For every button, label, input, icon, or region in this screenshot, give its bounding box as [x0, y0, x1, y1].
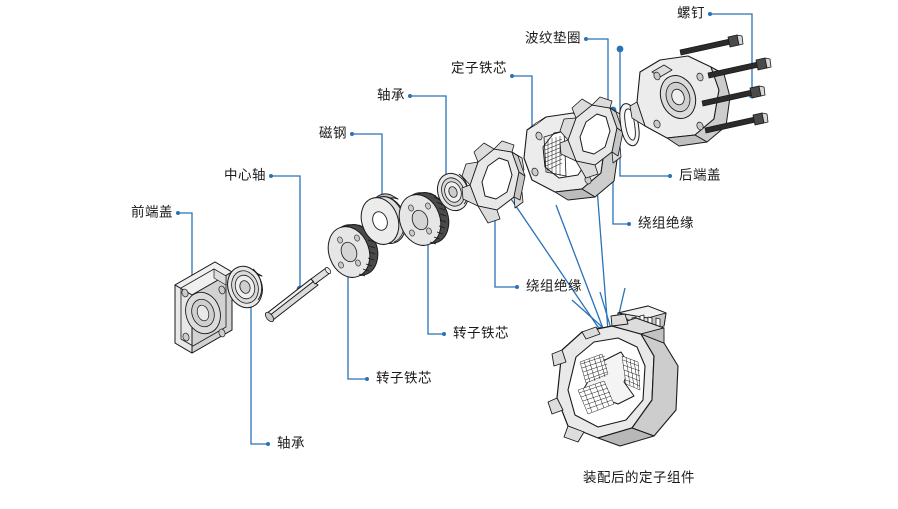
label-screw: 螺钉 — [677, 5, 705, 22]
label-bearing-front: 轴承 — [277, 435, 305, 452]
label-rear-end-cap: 后端盖 — [679, 167, 721, 184]
assembly-caption: 装配后的定子组件 — [583, 470, 695, 486]
label-winding-insulation-right: 绕组绝缘 — [638, 215, 694, 232]
label-bearing-rear: 轴承 — [377, 87, 405, 104]
label-front-end-cap: 前端盖 — [131, 204, 173, 221]
label-rotor-core-rear: 转子铁芯 — [453, 325, 509, 342]
label-magnet-steel: 磁钢 — [319, 125, 347, 142]
part-center-shaft — [264, 267, 332, 323]
part-front-end-cap — [174, 261, 233, 354]
part-magnet-steel — [360, 193, 407, 245]
leader-arrow-dots — [176, 12, 712, 446]
part-rear-end-cap — [629, 55, 731, 147]
label-rotor-core-front: 转子铁芯 — [376, 370, 432, 387]
part-bearing-front — [227, 265, 263, 309]
label-winding-insulation-center: 绕组绝缘 — [526, 278, 582, 295]
part-rotor-core-rear — [398, 192, 450, 246]
part-winding-insulation-front — [461, 140, 526, 224]
part-assembled-stator — [547, 305, 679, 447]
label-center-shaft: 中心轴 — [224, 167, 266, 184]
label-stator-core: 定子铁芯 — [451, 60, 507, 77]
label-wave-washer: 波纹垫圈 — [525, 30, 581, 47]
part-screws — [679, 34, 772, 134]
part-rotor-core-front — [327, 224, 379, 278]
parts-group — [174, 34, 772, 447]
part-bearing-rear — [436, 172, 470, 212]
